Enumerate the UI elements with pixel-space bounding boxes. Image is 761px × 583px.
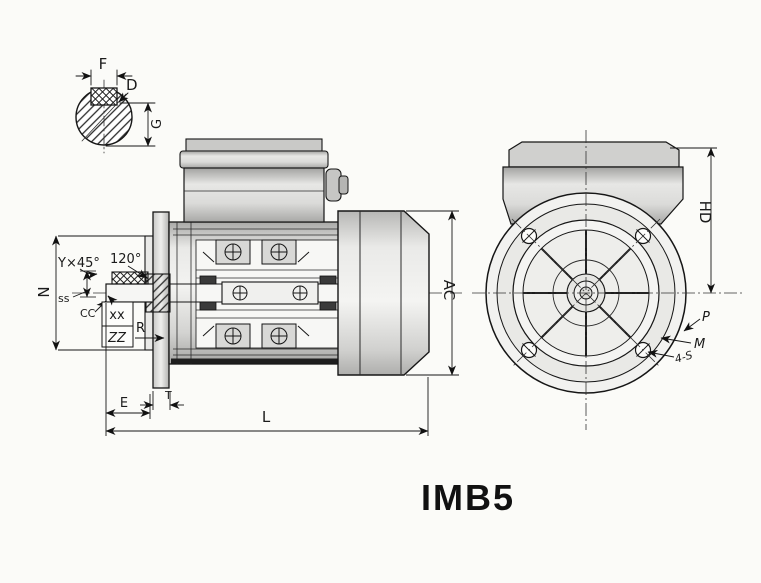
fan-cover xyxy=(337,210,430,376)
dim-label-holes: 4-S xyxy=(673,348,694,365)
dim-label-ss: ss xyxy=(58,292,70,305)
dim-label-r: R xyxy=(136,321,145,336)
dim-d-leader xyxy=(118,92,129,103)
tolerance-box-xx xyxy=(101,301,134,327)
winding-symbols xyxy=(224,243,288,345)
keyway-detail-view: F D G xyxy=(75,55,165,154)
shaft-key xyxy=(111,271,149,285)
bearings xyxy=(199,275,337,311)
dim-label-g: G xyxy=(150,119,165,129)
dim-label-f: F xyxy=(99,55,108,73)
shaft-extension xyxy=(105,283,154,303)
terminal-box-lid xyxy=(179,150,329,169)
angle-leader xyxy=(127,265,148,279)
front-terminal-box-lid xyxy=(508,141,680,168)
dim-label-zz: ZZ xyxy=(107,331,127,346)
lamination-lines xyxy=(196,269,340,319)
xx-leader xyxy=(107,295,118,306)
dim-label-t: T xyxy=(164,389,172,402)
dim-label-angle: 120° xyxy=(110,252,141,267)
rotor-symbols xyxy=(232,285,308,301)
dim-label-e: E xyxy=(120,396,128,411)
dim-label-m: M xyxy=(694,337,705,352)
dim-label-p: P xyxy=(702,310,710,325)
dim-ss-leader xyxy=(72,291,86,298)
cooling-fins xyxy=(173,228,342,356)
cable-gland-cap xyxy=(338,175,349,195)
dim-label-cc: CC xyxy=(80,307,96,320)
dim-holes-leader xyxy=(647,349,675,358)
mounting-code-caption: IMB5 xyxy=(421,477,515,518)
dim-label-ac: AC xyxy=(440,280,458,300)
terminal-box-cap xyxy=(185,138,323,152)
terminal-box xyxy=(179,138,349,223)
dim-label-hd: HD xyxy=(696,201,714,224)
dim-label-chamfer: Y×45° xyxy=(57,256,100,271)
dim-label-l: L xyxy=(262,408,271,426)
dim-label-d: D xyxy=(126,76,138,94)
terminal-box-body xyxy=(183,167,325,223)
dim-label-xx: xx xyxy=(109,308,125,323)
rotor xyxy=(221,281,319,305)
dim-p-leader xyxy=(683,318,701,332)
tolerance-box-zz xyxy=(101,325,134,348)
front-view-centerlines xyxy=(472,130,744,430)
motor-front-view: HD P M 4-S xyxy=(472,130,744,430)
dim-m-leader xyxy=(660,335,692,344)
side-view-dimensions: N Y×45° 120° ss CC xx ZZ R xyxy=(35,210,459,436)
dim-label-n: N xyxy=(35,286,53,297)
key-section xyxy=(90,87,118,106)
motor-side-view: N Y×45° 120° ss CC xx ZZ R xyxy=(35,138,462,436)
